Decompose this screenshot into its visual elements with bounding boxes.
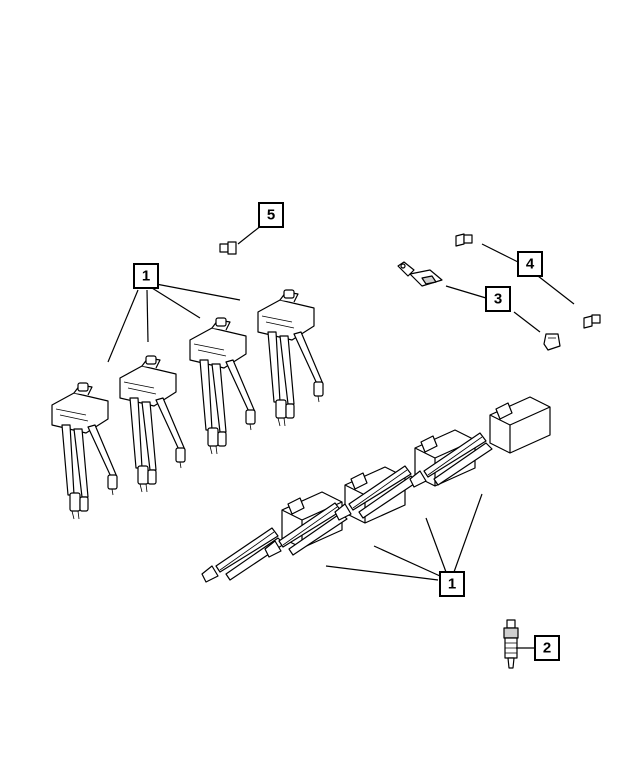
bolt-icon — [219, 241, 237, 255]
bolt-icon — [455, 233, 473, 247]
ignition-coil-icon — [119, 355, 186, 493]
svg-text:4: 4 — [526, 256, 535, 273]
callout-5: 5 — [258, 202, 284, 228]
nut-icon — [543, 333, 561, 351]
bolt-icon — [583, 314, 601, 329]
svg-text:2: 2 — [543, 640, 551, 657]
callout-2: 2 — [534, 635, 560, 661]
callout-3: 3 — [485, 286, 511, 312]
sensor-icon — [397, 261, 443, 287]
ignition-coil-icon — [51, 382, 118, 520]
svg-text:1: 1 — [448, 576, 456, 593]
ignition-coil-icon — [257, 289, 324, 427]
spark-plug-icon — [503, 619, 519, 669]
callout-1-bottom: 1 — [439, 571, 465, 597]
svg-text:5: 5 — [267, 207, 275, 224]
leader-lines — [107, 224, 575, 649]
callout-4: 4 — [517, 251, 543, 277]
svg-text:3: 3 — [494, 291, 502, 308]
svg-text:1: 1 — [142, 268, 150, 285]
callout-1-top: 1 — [133, 263, 159, 289]
ignition-coil-icon — [189, 317, 256, 455]
